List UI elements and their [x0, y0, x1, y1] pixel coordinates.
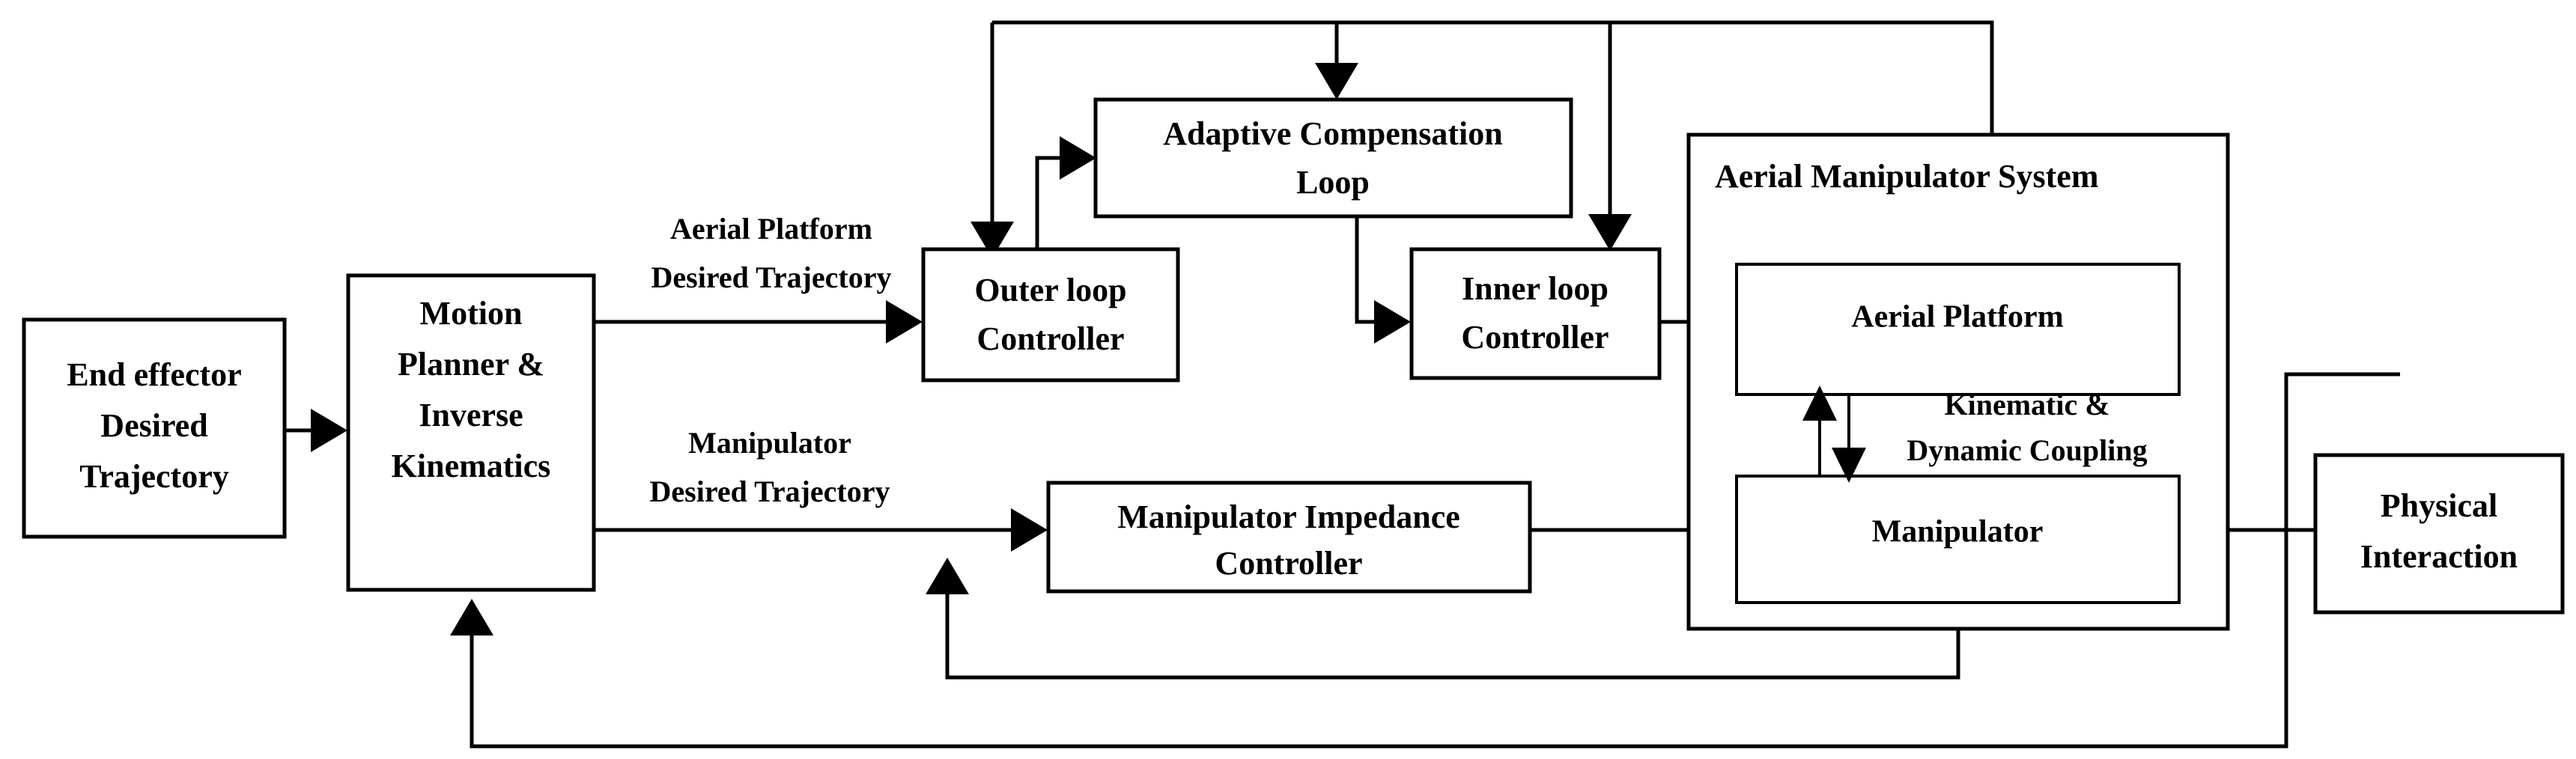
ams-to-impedance-feedback-arrowhead: [926, 558, 969, 594]
feedback-to-inner-loop-arrowhead: [1588, 214, 1632, 251]
feedback-to-outer-loop-arrowhead: [970, 222, 1014, 258]
physical-interaction-box-outline: [2313, 453, 2565, 615]
adaptive-compensation-line1: Adaptive Compensation: [1163, 115, 1503, 152]
end-effector-line3: Trajectory: [79, 458, 229, 495]
top-feedback-bus: [992, 20, 1994, 135]
outer-loop-to-adaptive-arrowhead: [1060, 136, 1096, 180]
block-manipulator-impedance-controller[interactable]: Manipulator Impedance Controller: [1046, 481, 1532, 594]
outer-loop-to-adaptive-line: [1035, 156, 1063, 249]
physical-interaction-line2: Interaction: [2360, 538, 2518, 575]
aerial-platform-label: Aerial Platform: [1851, 300, 2063, 335]
block-inner-loop-controller[interactable]: Inner loop Controller: [1409, 247, 1662, 380]
ams-to-planner-feedback-line: [470, 374, 2288, 749]
coupling-up-arrowhead: [1802, 385, 1837, 421]
block-end-effector-desired-trajectory[interactable]: End effector Desired Trajectory: [22, 317, 287, 539]
ams-to-impedance-feedback-line: [945, 591, 1960, 680]
motion-planner-line1: Motion: [420, 295, 523, 332]
inner-loop-box-outline: [1409, 247, 1662, 380]
edge-label-aerial-platform-trajectory: Aerial Platform Desired Trajectory: [651, 212, 892, 294]
motion-planner-line2: Planner &: [398, 346, 544, 382]
end-effector-to-planner-arrowhead: [311, 409, 347, 452]
block-adaptive-compensation-loop[interactable]: Adaptive Compensation Loop: [1093, 97, 1573, 219]
block-aerial-platform[interactable]: Aerial Platform: [1735, 263, 2181, 396]
block-outer-loop-controller[interactable]: Outer loop Controller: [921, 247, 1180, 382]
feedback-to-adaptive-arrowhead: [1315, 63, 1358, 100]
outer-loop-box-outline: [921, 247, 1180, 382]
outer-loop-line1: Outer loop: [974, 272, 1126, 308]
adaptive-compensation-line2: Loop: [1296, 164, 1370, 201]
end-effector-box-outline: [22, 317, 287, 539]
motion-planner-box-outline: [346, 273, 596, 592]
inner-loop-line1: Inner loop: [1462, 270, 1609, 307]
manipulator-label: Manipulator: [1872, 515, 2044, 549]
end-effector-line2: Desired: [100, 407, 207, 444]
impedance-controller-line2: Controller: [1215, 545, 1362, 582]
adaptive-compensation-box-outline: [1093, 97, 1573, 219]
adaptive-to-inner-loop-arrowhead: [1374, 300, 1411, 344]
motion-planner-line3: Inverse: [419, 397, 523, 433]
coupling-down-arrowhead: [1832, 448, 1866, 483]
impedance-controller-line1: Manipulator Impedance: [1117, 499, 1460, 535]
outer-loop-line2: Controller: [976, 320, 1124, 357]
physical-interaction-line1: Physical: [2381, 487, 2497, 524]
manipulator-trajectory-line2: Desired Trajectory: [650, 475, 890, 508]
edge-label-manipulator-trajectory: Manipulator Desired Trajectory: [650, 426, 890, 508]
planner-to-impedance-arrowhead: [1011, 508, 1048, 552]
coupling-arrows: [1802, 385, 1866, 483]
aerial-platform-trajectory-line1: Aerial Platform: [670, 212, 872, 246]
aerial-platform-trajectory-line2: Desired Trajectory: [651, 260, 892, 294]
planner-to-outer-loop-arrowhead: [886, 300, 923, 344]
ams-to-planner-feedback-arrowhead: [450, 599, 493, 635]
coupling-line1: Kinematic &: [1944, 388, 2109, 421]
block-motion-planner-inverse-kinematics[interactable]: Motion Planner & Inverse Kinematics: [346, 273, 596, 592]
end-effector-line1: End effector: [67, 356, 241, 393]
inner-loop-line2: Controller: [1461, 319, 1609, 356]
aerial-manipulator-system-title: Aerial Manipulator System: [1715, 158, 2099, 195]
coupling-line2: Dynamic Coupling: [1907, 433, 2147, 467]
impedance-controller-box-outline: [1046, 481, 1532, 594]
manipulator-trajectory-line1: Manipulator: [688, 426, 851, 460]
adaptive-to-inner-loop-line: [1355, 216, 1378, 324]
block-physical-interaction[interactable]: Physical Interaction: [2313, 453, 2565, 615]
label-kinematic-dynamic-coupling: Kinematic & Dynamic Coupling: [1907, 388, 2147, 467]
block-manipulator[interactable]: Manipulator: [1735, 475, 2181, 604]
motion-planner-line4: Kinematics: [392, 448, 551, 484]
